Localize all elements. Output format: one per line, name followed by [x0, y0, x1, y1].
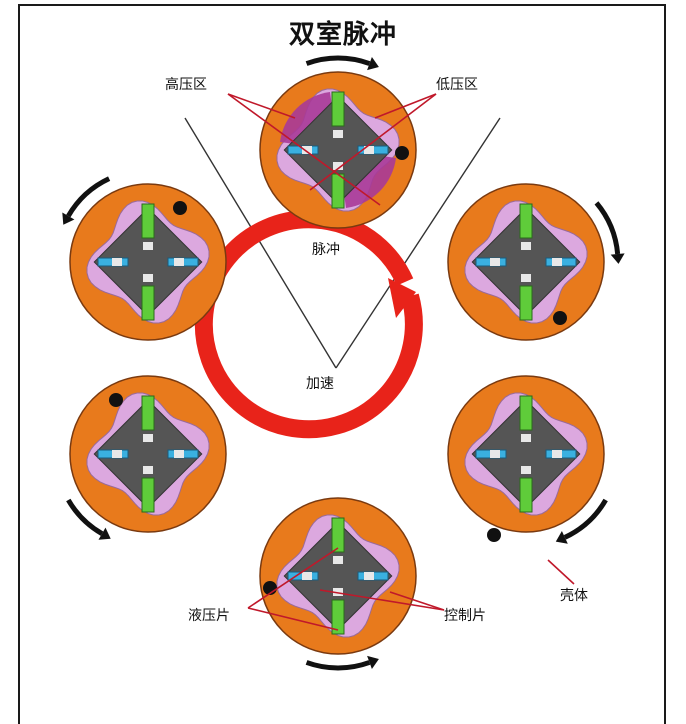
hydraulic-blade-bottom-lower-right: [519, 477, 533, 513]
hydraulic-blade-bottom-upper-left: [141, 285, 155, 321]
hydraulic-blade-bottom-lower-left: [141, 477, 155, 513]
leader-high-1: [227, 93, 296, 119]
hydraulic-blade-bottom-upper-right: [519, 285, 533, 321]
label-hydraulic-blade: 液压片: [188, 608, 230, 624]
marker-dot-top: [395, 146, 409, 160]
marker-dot-upper-right: [553, 311, 567, 325]
marker-dot-lower-left: [109, 393, 123, 407]
leader-hydraulic-2: [247, 607, 339, 631]
rotation-arrow-top: [305, 55, 379, 71]
label-housing: 壳体: [560, 588, 588, 604]
sector-line-right: [335, 117, 501, 369]
pulse-unit-lower-left: [69, 375, 227, 533]
pulse-unit-upper-left: [69, 183, 227, 341]
label-control-blade: 控制片: [444, 608, 486, 624]
pulse-unit-lower-right: [447, 375, 605, 542]
leader-low-1: [309, 93, 437, 191]
leader-hydraulic-1: [247, 547, 339, 609]
rotation-arrow-bottom: [305, 655, 379, 671]
marker-dot-upper-left: [173, 201, 187, 215]
rotation-arrow-lower-right: [555, 498, 608, 544]
rotation-arrow-upper-left: [62, 176, 111, 225]
pulse-unit-bottom: [259, 497, 417, 655]
label-high-pressure: 高压区: [165, 77, 207, 93]
leader-high-2: [227, 93, 381, 206]
hydraulic-blade-top-bottom: [331, 517, 345, 553]
hydraulic-blade-top-top: [331, 91, 345, 127]
hydraulic-blade-top-lower-left: [141, 395, 155, 431]
marker-dot-lower-right: [487, 528, 501, 542]
label-accelerate: 加速: [306, 376, 334, 392]
sector-line-left: [184, 117, 337, 369]
diagram-title: 双室脉冲: [288, 20, 397, 50]
diagram-frame: [18, 4, 666, 724]
hydraulic-blade-top-upper-left: [141, 203, 155, 239]
pulse-unit-top: [259, 71, 417, 229]
hydraulic-blade-top-upper-right: [519, 203, 533, 239]
main-rotation-arrowhead: [388, 278, 416, 318]
leader-housing: [547, 559, 575, 585]
hydraulic-blade-bottom-bottom: [331, 599, 345, 635]
label-low-pressure: 低压区: [436, 77, 478, 93]
leader-low-2: [374, 93, 437, 119]
rotation-arrow-lower-left: [66, 498, 111, 540]
hydraulic-blade-bottom-top: [331, 173, 345, 209]
leader-control-1: [319, 589, 445, 611]
rotation-arrow-upper-right: [594, 201, 625, 264]
hydraulic-blade-top-lower-right: [519, 395, 533, 431]
pulse-unit-upper-right: [447, 183, 605, 341]
leader-control-2: [389, 591, 445, 611]
label-pulse: 脉冲: [312, 242, 340, 258]
pulse-diagram: [62, 55, 625, 671]
